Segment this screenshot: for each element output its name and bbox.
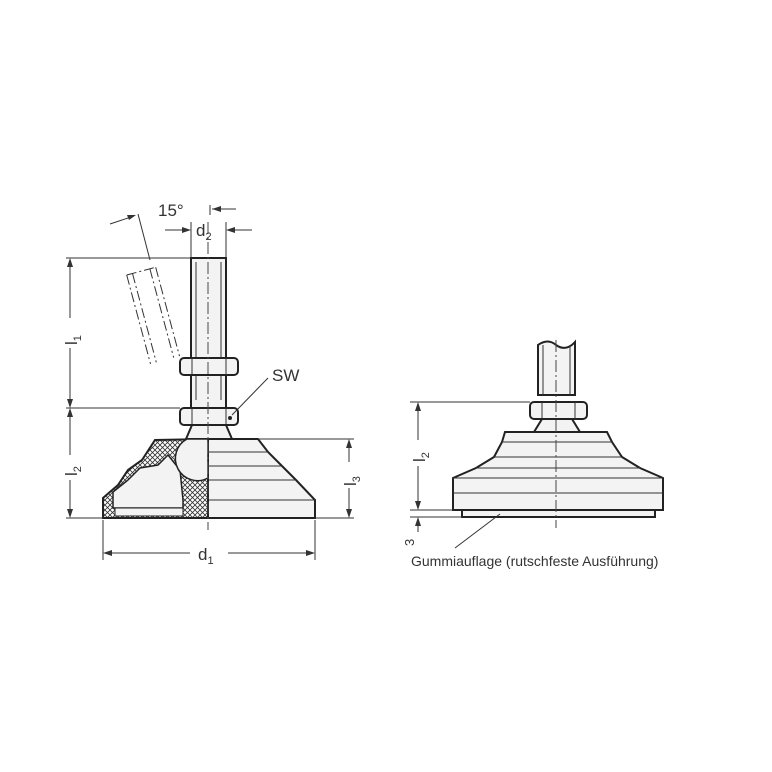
tilted-stud-phantom [126, 266, 180, 365]
ball-joint [174, 438, 209, 482]
svg-text:l3: l3 [341, 476, 363, 486]
l1-label: l [62, 341, 81, 345]
pad-caption: Gummiauflage (rutschfeste Ausführung) [411, 553, 658, 569]
base-outer-half [207, 438, 316, 519]
base [452, 431, 664, 511]
svg-text:d1: d1 [198, 545, 214, 567]
svg-text:l2: l2 [62, 466, 84, 476]
left-view-leveling-foot: 15° d2 d1 SW l1 l2 l3 [62, 201, 363, 567]
svg-text:l1: l1 [62, 335, 84, 345]
rubber-pad [461, 509, 656, 518]
sw-label: SW [272, 366, 299, 385]
upper-nut [179, 357, 239, 376]
nut [529, 401, 588, 420]
right-view-with-rubber-pad: l2 3 Gummiauflage (rutschfeste Ausführun… [402, 339, 664, 569]
right-l2-label: l [410, 458, 429, 462]
dimension-arrowheads [67, 206, 421, 556]
svg-text:l2: l2 [410, 452, 432, 462]
d1-label: d [198, 545, 207, 564]
l2-label: l [62, 472, 81, 476]
angle-label: 15° [158, 201, 184, 220]
svg-text:d2: d2 [196, 221, 212, 243]
d2-label: d [196, 221, 205, 240]
pad-thickness-label: 3 [402, 539, 417, 546]
l3-label: l [341, 482, 360, 486]
